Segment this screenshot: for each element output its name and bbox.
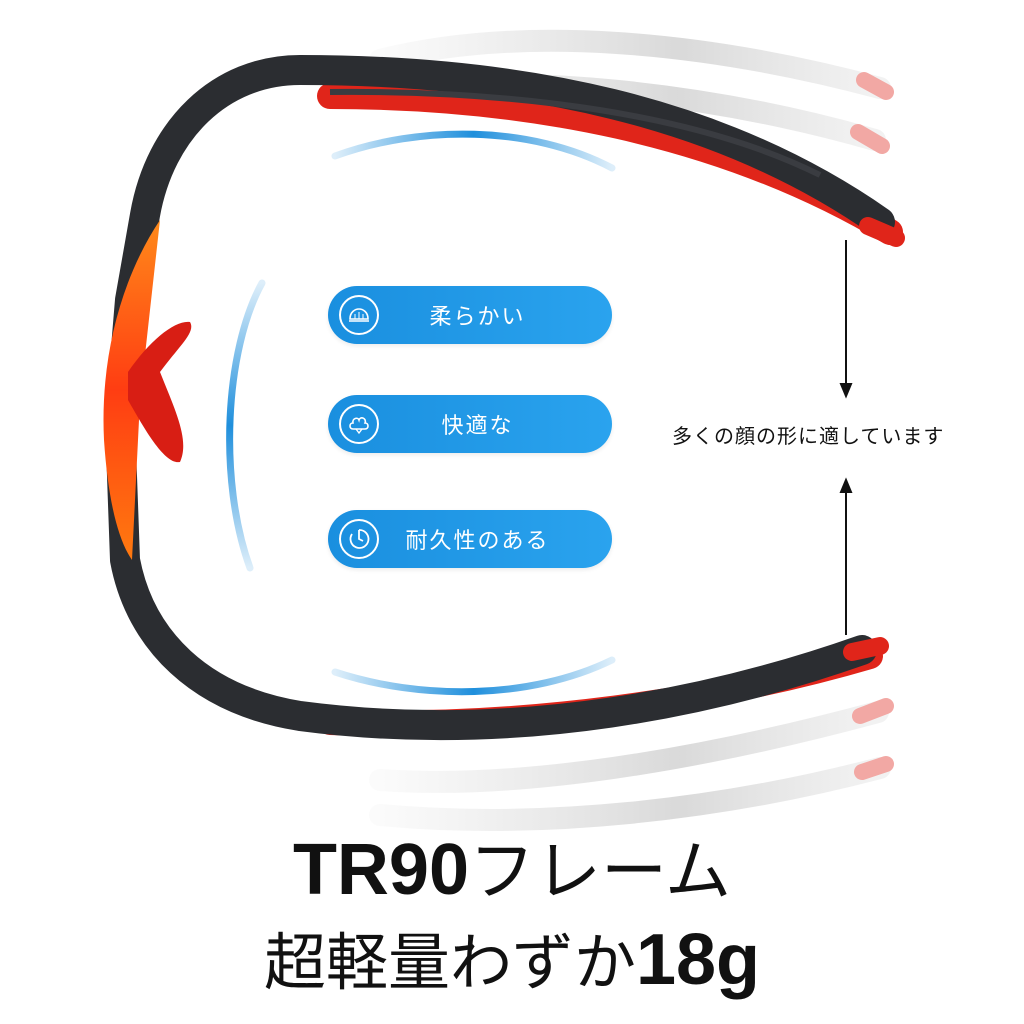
cotton-icon (339, 404, 379, 444)
title-model: TR90 (292, 830, 470, 910)
title-line-1: TR90フレーム (0, 818, 1024, 914)
feature-soft: 柔らかい (328, 286, 612, 344)
title-frame-text: フレーム (469, 833, 732, 910)
flex-arcs (226, 130, 616, 696)
title-line-2: 超軽量わずか18g (0, 912, 1024, 1002)
width-arrows (839, 240, 853, 635)
title-weight-text: 超軽量わずか (263, 926, 636, 999)
feature-durable: 耐久性のある (328, 510, 612, 568)
side-note: 多くの顔の形に適しています (672, 424, 945, 448)
title-weight-value: 18g (635, 920, 761, 1000)
feature-label: 耐久性のある (405, 529, 550, 554)
hat-icon (339, 295, 379, 335)
feature-label: 柔らかい (429, 305, 526, 330)
feature-comfortable: 快適な (328, 395, 612, 453)
timer-icon (339, 519, 379, 559)
feature-label: 快適な (441, 414, 514, 439)
sunglasses-frame (103, 55, 905, 741)
